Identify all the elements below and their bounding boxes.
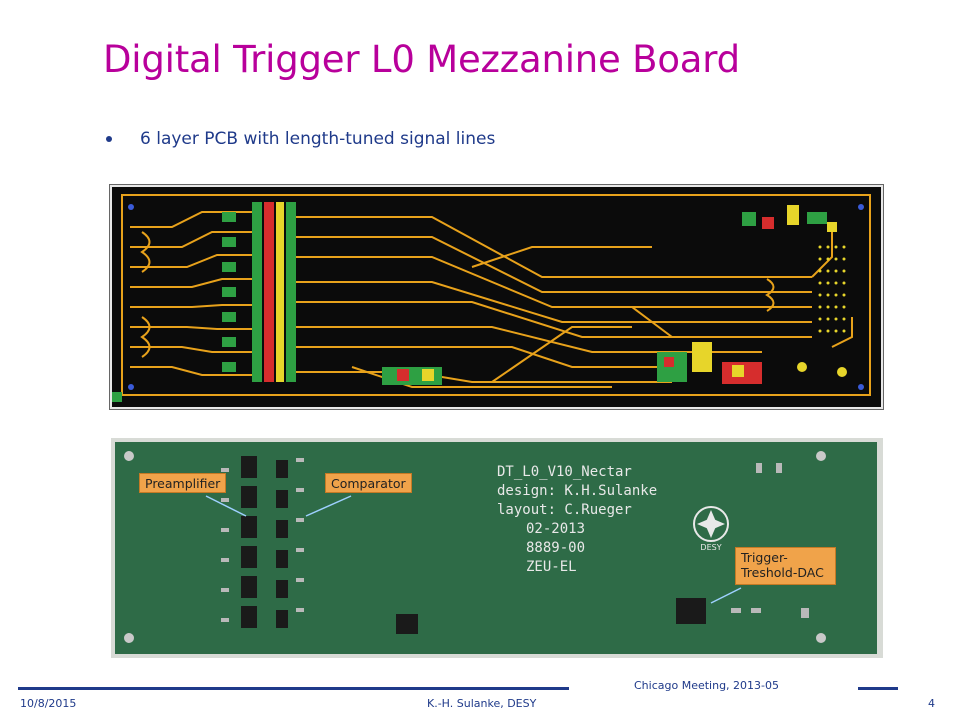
- footer-author: K.-H. Sulanke, DESY: [427, 697, 537, 710]
- footer-meeting: Chicago Meeting, 2013-05: [634, 679, 780, 692]
- callout-comparator: Comparator: [325, 473, 412, 493]
- silkscreen-line6: ZEU-EL: [526, 559, 577, 575]
- callout-preamplifier: Preamplifier: [139, 473, 227, 493]
- footer-line-left: [18, 687, 569, 690]
- silkscreen-line4: 02-2013: [526, 521, 585, 537]
- silkscreen-line1: DT_L0_V10_Nectar: [497, 464, 632, 480]
- silkscreen-line3: layout: C.Rueger: [497, 502, 632, 518]
- silkscreen-line2: design: K.H.Sulanke: [497, 483, 657, 499]
- desy-logo: DESY: [693, 506, 729, 552]
- bullet-item: 6 layer PCB with length-tuned signal lin…: [140, 129, 496, 149]
- pcb-layout-image: [109, 184, 884, 410]
- footer-date: 10/8/2015: [20, 697, 77, 710]
- svg-text:DESY: DESY: [700, 543, 721, 552]
- bullet-dot: [106, 136, 112, 142]
- silkscreen-line5: 8889-00: [526, 540, 585, 556]
- footer-page-number: 4: [928, 697, 935, 710]
- footer-line-right: [858, 687, 898, 690]
- page-title: Digital Trigger L0 Mezzanine Board: [103, 38, 740, 81]
- callout-dac: Trigger-Treshold-DAC: [735, 547, 836, 585]
- pcb-layout-drawing: [112, 187, 881, 407]
